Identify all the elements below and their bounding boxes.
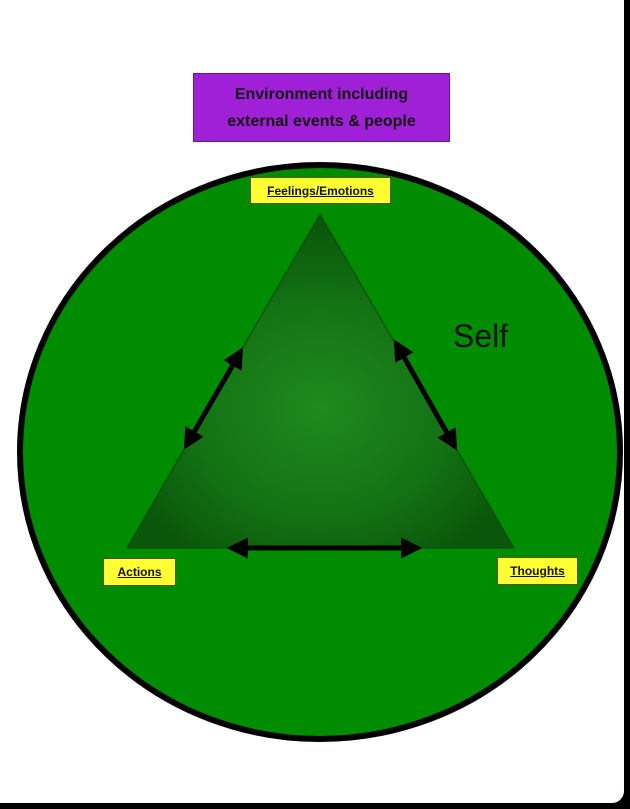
environment-line-1: Environment including (234, 85, 409, 103)
thoughts-label: Thoughts (497, 557, 578, 585)
feelings-emotions-label: Feelings/Emotions (250, 177, 391, 204)
actions-label: Actions (103, 558, 176, 586)
self-label: Self (453, 318, 509, 354)
environment-box: Environment including external events & … (193, 73, 450, 142)
arrow-feelings-thoughts (393, 339, 458, 451)
environment-line-2: external events & people (227, 112, 416, 130)
arrow-feelings-actions (183, 347, 244, 450)
